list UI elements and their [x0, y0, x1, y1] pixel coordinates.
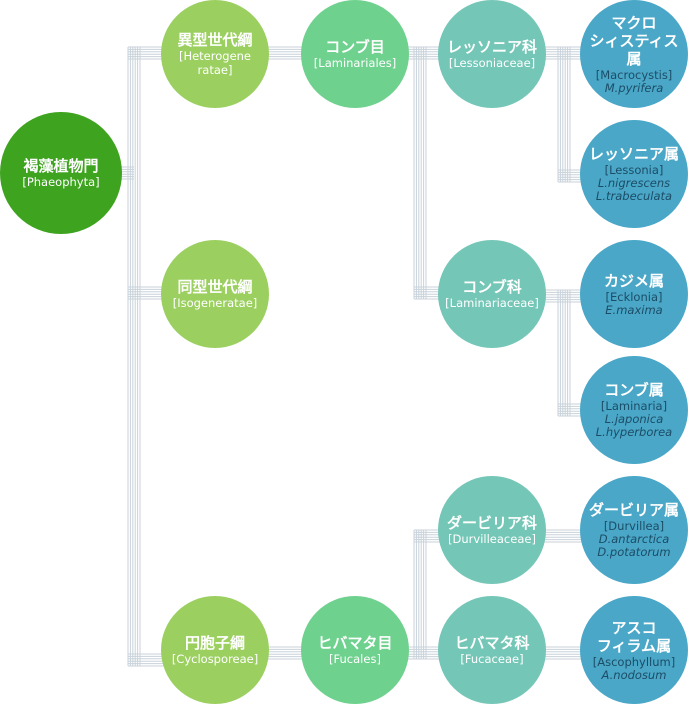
node-laminariales: コンブ目 [Laminariales] [301, 0, 409, 108]
node-durvilleaceae: ダービリア科 [Durvilleaceae] [438, 476, 546, 584]
connector-segment [127, 47, 141, 666]
node-fucales-ja: ヒバマタ目 [317, 634, 393, 652]
connector-segment [413, 47, 427, 299]
species-d-potatorum: D.potatorum [597, 545, 671, 559]
connector-segment [557, 290, 571, 416]
species-l-nigrescens: L.nigrescens [597, 176, 671, 190]
node-ascophyllum-la: [Ascophyllum] [592, 654, 676, 669]
node-fucales-la: [Fucales] [329, 652, 381, 666]
node-lessonia: レッソニア属 [Lessonia] L.nigrescens L.trabecu… [580, 120, 688, 228]
node-heterogeneratae: 異型世代綱 [Heterogene ratae] [161, 0, 269, 108]
node-macrocystis: マクロ シィスティス属 [Macrocystis] M.pyrifera [580, 0, 688, 108]
node-phaeophyta-ja: 褐藻植物門 [23, 157, 99, 175]
node-lessoniaceae-la: [Lessoniaceae] [448, 56, 536, 70]
node-durvilleaceae-la: [Durvilleaceae] [448, 532, 536, 546]
node-ascophyllum-ja2: フィラム属 [596, 636, 672, 655]
node-laminariaceae-ja: コンブ科 [462, 278, 522, 296]
node-laminariaceae: コンブ科 [Laminariaceae] [438, 240, 546, 348]
node-laminaria: コンブ属 [Laminaria] L.japonica L.hyperborea [580, 356, 688, 464]
node-macrocystis-la: [Macrocystis] [595, 67, 673, 82]
species-l-japonica: L.japonica [604, 412, 664, 426]
species-l-trabeculata: L.trabeculata [595, 189, 673, 203]
species-m-pyrifera: M.pyrifera [604, 80, 664, 95]
species-l-hyperborea: L.hyperborea [595, 425, 673, 439]
node-ecklonia-la: [Ecklonia] [605, 289, 663, 304]
node-isogeneratae-ja: 同型世代綱 [177, 278, 253, 296]
node-macrocystis-ja1: マクロ [611, 13, 657, 32]
node-cyclosporeae-ja: 円胞子綱 [184, 634, 245, 652]
node-fucaceae-ja: ヒバマタ科 [454, 634, 530, 652]
node-cyclosporeae-la: [Cyclosporeae] [171, 652, 259, 666]
node-ascophyllum: アスコ フィラム属 [Ascophyllum] A.nodosum [580, 596, 688, 704]
node-isogeneratae-la: [Isogeneratae] [172, 296, 258, 310]
node-durvillea-la: [Durvillea] [603, 519, 665, 533]
node-heterogeneratae-la2: ratae] [197, 63, 233, 77]
node-ascophyllum-ja1: アスコ [611, 618, 657, 637]
node-lessonia-ja: レッソニア属 [588, 145, 679, 163]
connector-segment [413, 530, 427, 659]
species-e-maxima: E.maxima [605, 302, 663, 317]
node-ecklonia: カジメ属 [Ecklonia] E.maxima [580, 240, 688, 348]
node-heterogeneratae-la1: [Heterogene [178, 49, 252, 63]
node-laminariaceae-la: [Laminariaceae] [445, 296, 539, 310]
node-lessoniaceae-ja: レッソニア科 [446, 38, 537, 56]
node-laminariales-la: [Laminariales] [313, 56, 397, 70]
node-phaeophyta-la: [Phaeophyta] [22, 175, 100, 189]
node-laminaria-ja: コンブ属 [604, 381, 664, 399]
node-durvilleaceae-ja: ダービリア科 [446, 514, 537, 532]
node-laminaria-la: [Laminaria] [600, 399, 668, 413]
node-ecklonia-ja: カジメ属 [603, 271, 664, 290]
node-phaeophyta: 褐藻植物門 [Phaeophyta] [0, 112, 122, 234]
node-heterogeneratae-ja: 異型世代綱 [177, 31, 253, 49]
node-cyclosporeae: 円胞子綱 [Cyclosporeae] [161, 596, 269, 704]
node-laminariales-ja: コンブ目 [325, 38, 385, 56]
node-lessoniaceae: レッソニア科 [Lessoniaceae] [438, 0, 546, 108]
node-fucales: ヒバマタ目 [Fucales] [301, 596, 409, 704]
node-durvillea: ダービリア属 [Durvillea] D.antarctica D.potato… [580, 476, 688, 584]
node-fucaceae: ヒバマタ科 [Fucaceae] [438, 596, 546, 704]
node-macrocystis-ja2: シィスティス属 [589, 31, 679, 68]
node-durvillea-ja: ダービリア属 [588, 501, 679, 519]
species-a-nodosum: A.nodosum [601, 667, 667, 682]
species-d-antarctica: D.antarctica [598, 532, 670, 546]
node-fucaceae-la: [Fucaceae] [460, 652, 524, 666]
node-lessonia-la: [Lessonia] [604, 163, 664, 177]
node-isogeneratae: 同型世代綱 [Isogeneratae] [161, 240, 269, 348]
connector-segment [557, 47, 571, 182]
